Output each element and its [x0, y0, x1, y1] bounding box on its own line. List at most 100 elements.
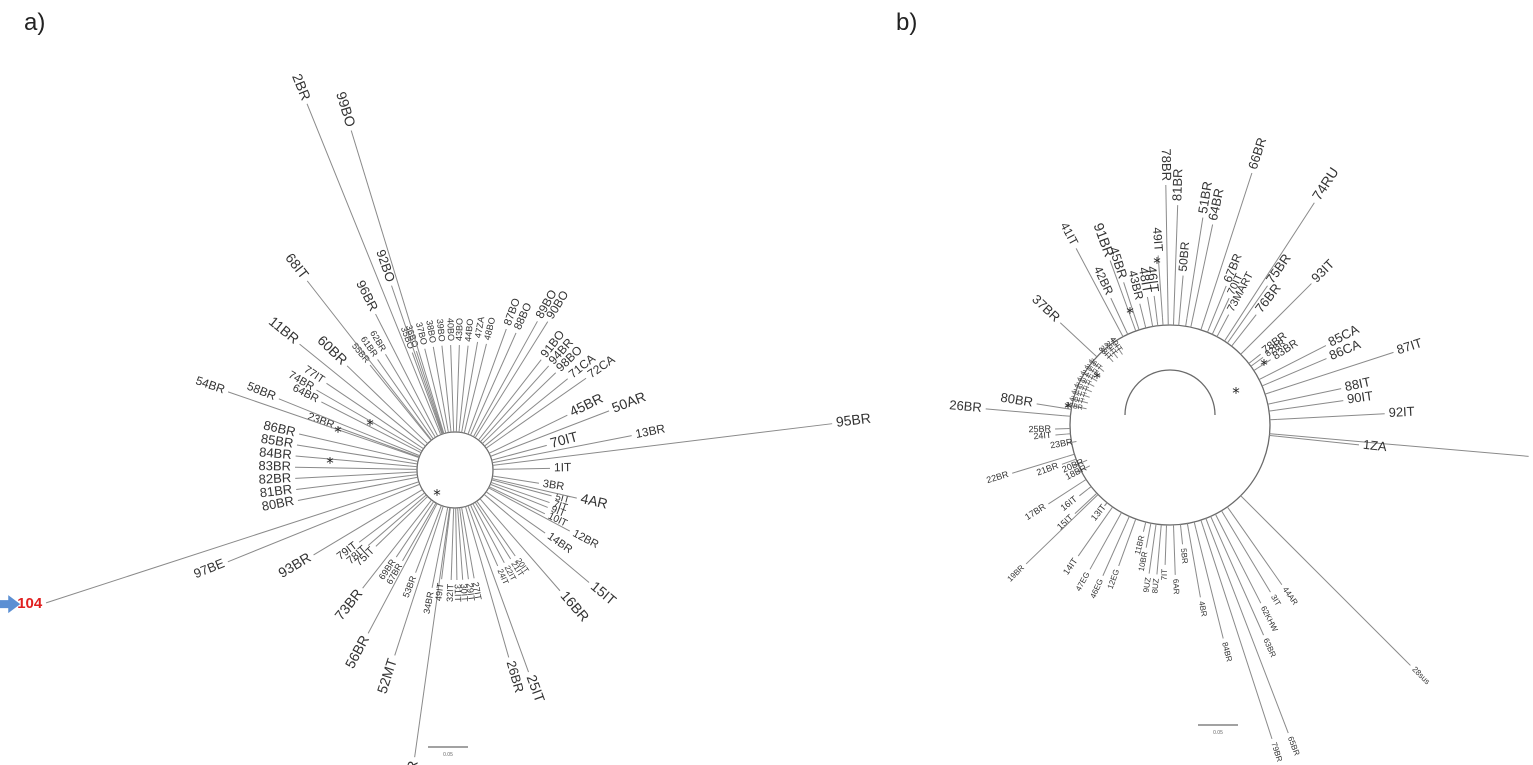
branch	[467, 514, 510, 658]
branch	[297, 478, 410, 502]
leaf-label: 33BR	[400, 760, 421, 765]
branch-stem	[418, 440, 426, 447]
branch-stem	[1066, 453, 1075, 458]
branch-stem	[461, 428, 463, 433]
support-asterisk: *	[334, 423, 342, 441]
leaf-label: 1IT	[554, 460, 572, 474]
branch-stem	[1206, 328, 1210, 333]
branch	[1218, 314, 1230, 334]
branch	[369, 364, 429, 438]
branch	[1139, 303, 1146, 325]
branch	[455, 345, 460, 429]
support-asterisk: *	[1093, 369, 1101, 387]
branch	[395, 504, 432, 558]
branch-stem	[1151, 322, 1154, 327]
branch-stem	[480, 438, 484, 443]
branch-stem	[1268, 409, 1278, 412]
branch	[1231, 285, 1268, 337]
leaf-label: 87IT	[1395, 335, 1424, 357]
branch	[296, 475, 410, 490]
branch-stem	[424, 440, 429, 444]
branch-stem	[483, 494, 491, 500]
leaf-label: 51BR	[1195, 180, 1215, 214]
branch	[1188, 531, 1201, 598]
branch	[346, 365, 426, 442]
leaf-label: 12EG	[1106, 568, 1121, 590]
branch	[1195, 529, 1224, 639]
leaf-label: 97BE	[191, 555, 226, 581]
leaf-label: 76BR	[1252, 281, 1284, 316]
branch	[450, 511, 455, 580]
branch	[495, 478, 577, 499]
branch	[1272, 351, 1394, 393]
branch-stem	[1067, 408, 1072, 410]
branch	[1146, 296, 1153, 323]
branch	[296, 444, 410, 464]
branch	[1277, 433, 1529, 457]
branch	[478, 321, 549, 432]
leaf-label: 19BR	[1005, 563, 1026, 584]
branch	[306, 280, 428, 435]
branch-stem	[481, 440, 486, 444]
leaf-label: 23BR	[1049, 437, 1073, 451]
branch-stem	[439, 426, 444, 435]
branch	[1089, 519, 1119, 570]
branch-stem	[488, 451, 493, 454]
leaf-label: 23BR	[306, 411, 336, 432]
branch	[459, 511, 469, 580]
support-asterisk: *	[366, 416, 374, 434]
branch	[464, 343, 487, 430]
branch	[1074, 459, 1088, 467]
branch	[458, 345, 469, 429]
branch	[500, 423, 833, 465]
panel-b-tree: b) 1041ZA92IT90IT88IT87IT86CA85CA83BR82B…	[896, 9, 1533, 763]
branch	[482, 365, 550, 440]
leaf-label: 65BR	[1286, 735, 1302, 757]
branch-stem	[1132, 323, 1137, 332]
leaf-label: 81BR	[1169, 168, 1185, 201]
branch-stem	[492, 463, 501, 466]
branch	[1109, 260, 1134, 324]
leaf-label: 32IT	[445, 583, 456, 602]
branch	[1164, 528, 1167, 565]
leaf-label: 29IT	[465, 582, 477, 602]
branch	[1102, 523, 1127, 576]
branch	[1208, 285, 1227, 329]
leaf-label: 52MT	[374, 656, 400, 695]
branch-stem	[1240, 348, 1247, 355]
branch	[1104, 502, 1108, 507]
branch	[394, 513, 442, 656]
leaf-label: 64BR	[1205, 187, 1226, 222]
leaf-label: 66BR	[1245, 136, 1269, 172]
branch	[377, 359, 432, 436]
leaf-label: 68IT	[282, 250, 312, 282]
leaf-label: 92BO	[373, 248, 398, 284]
branch-stem	[1062, 415, 1071, 417]
leaf-label: 47ZA	[473, 316, 487, 339]
panel-b-letter: b)	[896, 9, 917, 36]
branch	[985, 408, 1063, 417]
branch-stem	[412, 452, 420, 457]
support-asterisk: *	[1153, 254, 1161, 272]
leaf-label: 27IT	[470, 581, 483, 601]
branch-stem	[415, 489, 423, 495]
leaf-label: 46IT	[1144, 265, 1162, 293]
leaf-label: 79BR	[1269, 741, 1284, 763]
branch	[487, 378, 569, 444]
branch-stem	[1226, 506, 1233, 514]
branch	[1077, 377, 1095, 387]
leaf-label: 93BR	[275, 549, 313, 581]
branch	[1277, 413, 1385, 420]
branch-stem	[433, 428, 439, 437]
leaf-label: 47EG	[1074, 570, 1092, 592]
branch	[1100, 347, 1114, 363]
branch-stem	[472, 429, 478, 438]
branch	[306, 103, 439, 428]
leaf-label: 24IT	[1033, 430, 1052, 442]
branch	[1118, 522, 1135, 567]
branch-stem	[469, 431, 473, 436]
branch	[321, 401, 418, 452]
branch-stem	[485, 491, 490, 495]
branch-stem	[432, 503, 438, 511]
branch	[1067, 404, 1087, 410]
